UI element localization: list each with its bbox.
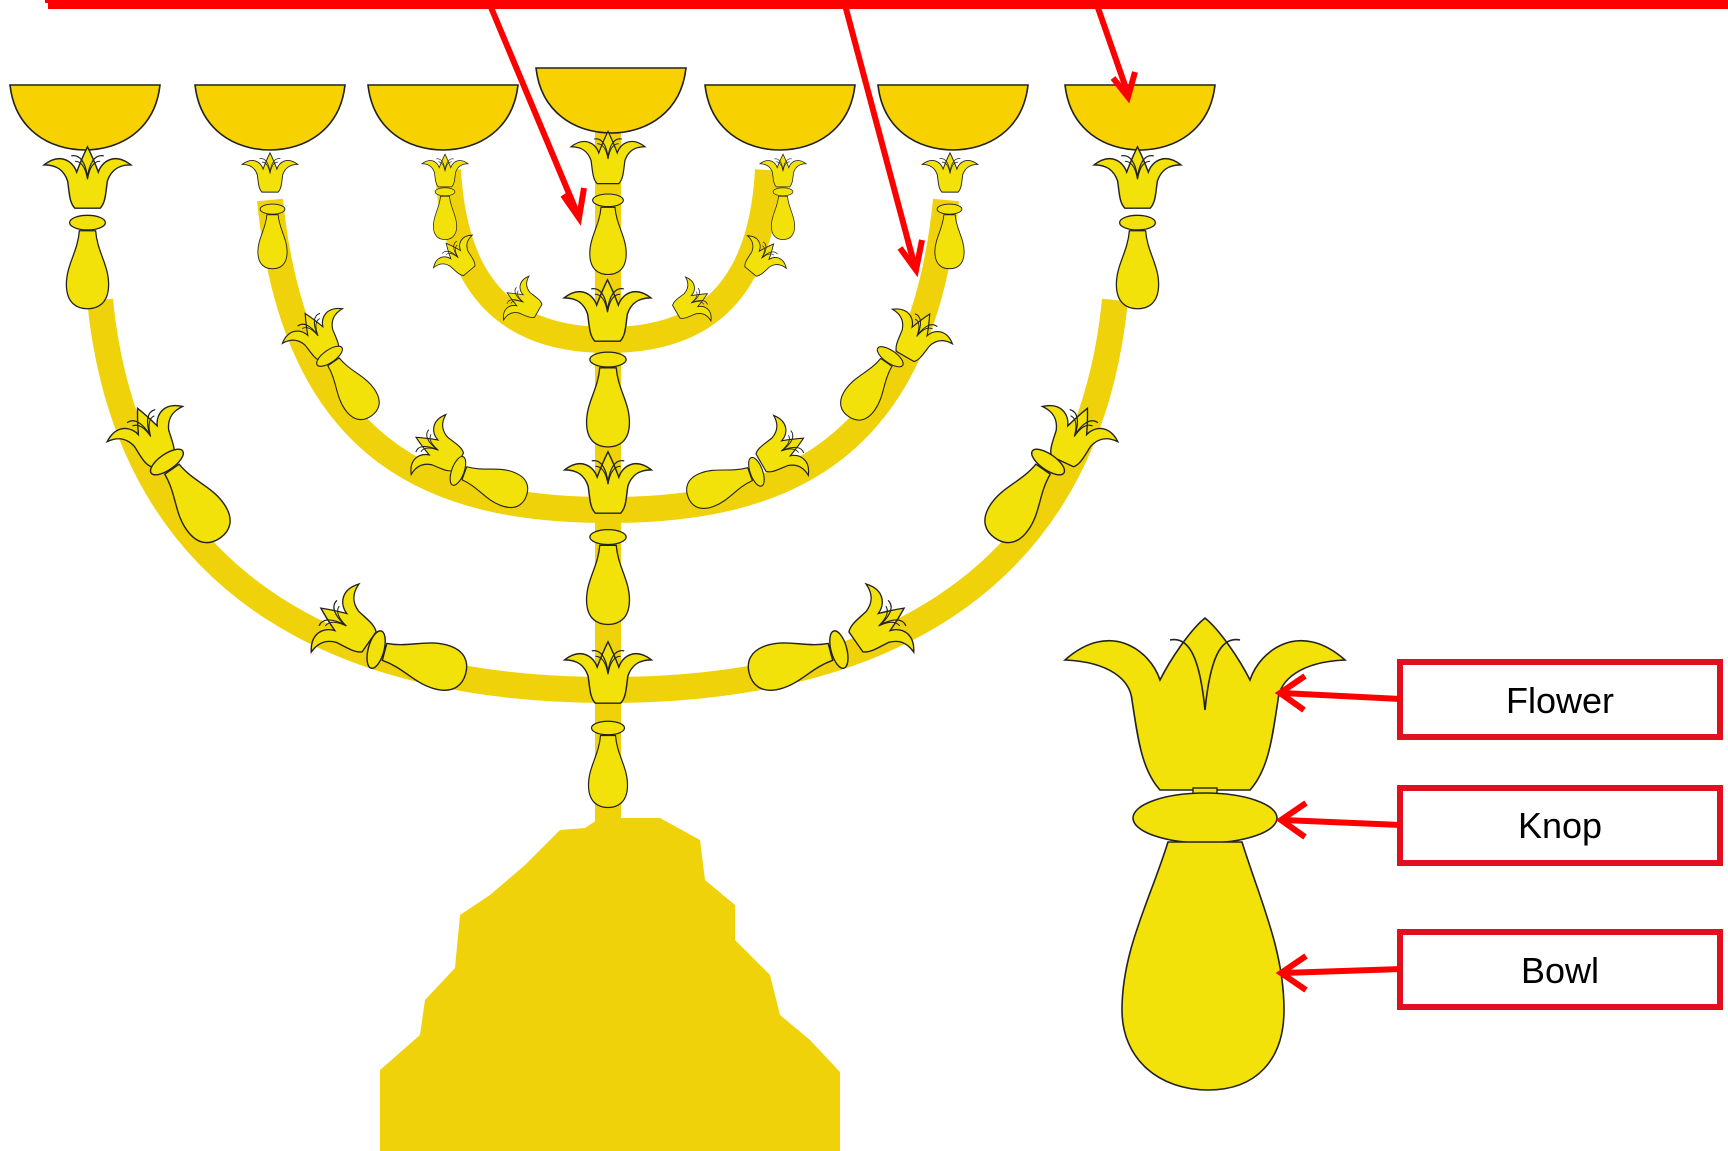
flower-ornament [571,131,645,183]
flower-label: Flower [1506,680,1614,721]
flower-ornament [1094,147,1181,208]
lamp-cup-5 [705,85,855,150]
lamp-cup-7 [1065,85,1215,150]
knop-bowl-ornament [743,626,852,696]
knop-bowl-ornament [1116,215,1158,308]
knop-bowl-ornament [66,215,108,308]
label-boxes: Flower Knop Bowl [1280,662,1720,1007]
lamp-cup-6 [878,85,1028,150]
lamp-cup-4 [536,68,686,133]
flower-ornament [44,147,131,208]
knop-bowl-ornament [363,626,472,696]
lamp-cup-1 [10,85,160,150]
lamp-cup-2 [195,85,345,150]
bowl-pointer [1283,969,1400,973]
knop-bowl-ornament [589,721,628,807]
flower-ornament [242,153,297,192]
bowl-label: Bowl [1521,950,1599,991]
top-callout-frame [48,2,1728,3]
lamp-cup-3 [368,85,518,150]
knop-pointer [1283,820,1400,825]
detail-knop [1133,793,1277,843]
detail-bowl [1122,842,1284,1090]
menorah-base [380,818,840,1151]
knop-bowl-ornament [587,352,630,447]
knop-bowl-ornament [587,530,630,625]
detail-ornament [1065,618,1345,1090]
flower-pointer [1282,693,1400,699]
knop-label: Knop [1518,805,1602,846]
arrow-to-flower [845,5,915,267]
flower-ornament [922,153,977,192]
